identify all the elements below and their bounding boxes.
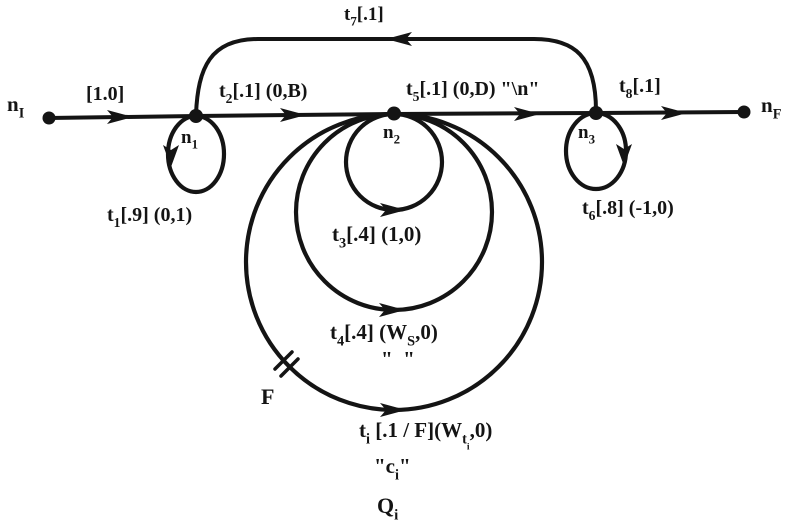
edge-label-t4-output-space: " " [381, 347, 415, 371]
self-loop-t6 [563, 110, 629, 192]
arrowhead-t1 [163, 145, 179, 167]
node-label-n3: n3 [578, 122, 595, 147]
node-nI [42, 111, 56, 125]
node-label-nI: nI [7, 92, 25, 121]
node-n3 [589, 106, 603, 120]
edge-label-t1: t1[.9] (0,1) [107, 204, 192, 230]
loop-count-tick-2 [279, 357, 300, 378]
arrowhead-n3-nF [661, 106, 687, 120]
edge-label-t5: t5[.1] (0,D) "\n" [406, 78, 539, 104]
node-label-nF: nF [761, 93, 782, 122]
node-nF [737, 105, 751, 119]
edge-label-Qi: Qi [377, 493, 398, 524]
node-label-n1: n1 [181, 127, 198, 152]
node-n1 [189, 109, 203, 123]
arrowhead-n1-n2 [280, 108, 306, 122]
arrowhead-nI-n1 [107, 110, 133, 124]
edge-label-t2: t2[.1] (0,B) [219, 80, 307, 106]
loop-count-label-F: F [261, 384, 274, 409]
arrowhead-ti [380, 403, 406, 417]
edge-label-t4: t4[.4] (WS,0) [330, 320, 438, 349]
arrowhead-t4 [379, 303, 405, 317]
self-loop-t1 [165, 113, 227, 195]
arrowhead-n2-n3 [514, 107, 540, 121]
edge-label-t3: t3[.4] (1,0) [332, 222, 421, 251]
arrowhead-t6 [616, 144, 632, 166]
edge-label-t6: t6[.8] (-1,0) [582, 197, 674, 223]
edge-label-initial-prob: [1.0] [86, 83, 124, 105]
arrowhead-t3 [380, 203, 406, 217]
loop-count-tick-1 [273, 350, 294, 371]
edge-label-ci: "ci" [374, 454, 411, 483]
edge-label-t8: t8[.1] [619, 75, 661, 101]
edge-label-t7: t7[.1] [344, 4, 384, 29]
arrowhead-t7 [386, 32, 412, 46]
edge-label-ti: ti [.1 / F](Wti,0) [359, 418, 492, 453]
node-label-n2: n2 [383, 122, 400, 147]
edge-n2-n3 [392, 111, 598, 116]
edge-n3-n1-top [194, 37, 598, 116]
self-loop-t3 [343, 111, 445, 213]
node-n2 [387, 106, 401, 121]
